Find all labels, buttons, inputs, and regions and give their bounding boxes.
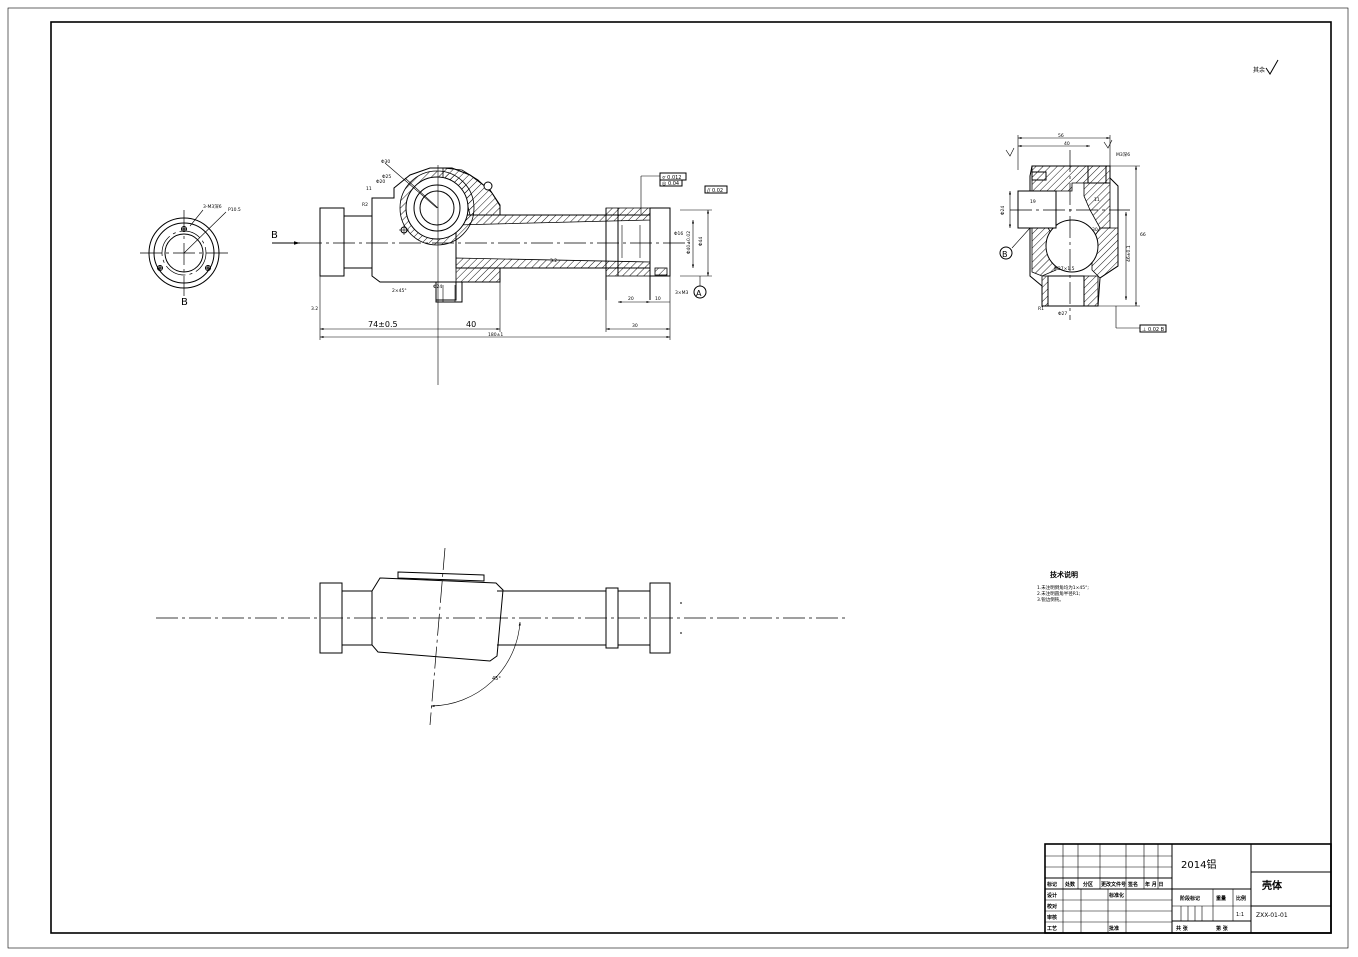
outer-border — [7, 7, 1349, 949]
side-section-view: 56 40 66 46±0.1 Φ24 19 11 Φ27 M27×1.5 M3… — [999, 133, 1167, 333]
svg-text:Φ24: Φ24 — [433, 284, 442, 290]
svg-text:3.2: 3.2 — [550, 258, 557, 264]
svg-text:◎ 0.04: ◎ 0.04 — [662, 181, 679, 187]
svg-text:30: 30 — [1092, 227, 1098, 233]
roughness-note: 其余 — [1253, 66, 1265, 74]
svg-text:Φ25: Φ25 — [382, 174, 391, 180]
view-direction-b: B — [271, 230, 300, 245]
hdr-sign: 签名 — [1127, 881, 1138, 888]
tech-item-1: 1.未注明倒角均为1×45°; — [1037, 584, 1089, 591]
svg-text:R2: R2 — [362, 202, 368, 208]
svg-text:10: 10 — [655, 296, 661, 302]
part-name: 壳体 — [1261, 879, 1283, 892]
svg-text:Φ40±0.02: Φ40±0.02 — [686, 231, 692, 254]
design-label: 设计 — [1047, 892, 1057, 899]
title-block: 2014铝 壳体 ZXX-01-01 标记 处数 分区 更改文件号 签名 年 月… — [1044, 843, 1332, 934]
svg-text:Φ30: Φ30 — [381, 159, 390, 165]
svg-text:Φ16: Φ16 — [674, 231, 683, 237]
scale-value: 1:1 — [1236, 912, 1244, 918]
inner-frame — [50, 21, 1332, 934]
hdr-change-doc: 更改文件号 — [1101, 881, 1126, 888]
hdr-date: 年 月 日 — [1145, 881, 1163, 888]
main-front-view: Φ30 Φ25 Φ20 11 R2 2×45° Φ24 3.2 Φ16 3.2 … — [300, 159, 728, 385]
svg-text:Φ24: Φ24 — [1000, 206, 1006, 215]
check-label: 校对 — [1047, 903, 1057, 910]
svg-text:30: 30 — [632, 323, 638, 329]
process-label: 工艺 — [1047, 925, 1057, 932]
roughness-symbol: 其余 — [1253, 59, 1279, 75]
approve-label: 批准 — [1109, 925, 1119, 932]
svg-text:R1: R1 — [1038, 306, 1044, 312]
sheet-number: 第 张 — [1216, 925, 1229, 932]
dim-74: 74±0.5 — [368, 320, 398, 329]
svg-text:19: 19 — [1030, 199, 1036, 205]
svg-text:P10.5: P10.5 — [228, 207, 241, 213]
ratio-label: 比例 — [1236, 895, 1246, 902]
svg-text:⌭ 0.012: ⌭ 0.012 — [662, 175, 682, 181]
svg-text:// 0.02: // 0.02 — [707, 188, 723, 194]
review-label: 审核 — [1047, 914, 1057, 921]
svg-text:Φ27: Φ27 — [1058, 311, 1067, 317]
section-view-b: 3-M3深6 P10.5 B — [140, 203, 241, 308]
svg-text:Φ20: Φ20 — [376, 179, 385, 185]
material: 2014铝 — [1181, 859, 1216, 871]
svg-text:3-M3深6: 3-M3深6 — [203, 203, 222, 210]
svg-text:180±1: 180±1 — [488, 332, 503, 338]
datum-b-label: B — [1002, 250, 1008, 259]
svg-text:20: 20 — [628, 296, 634, 302]
svg-text:40: 40 — [1064, 141, 1070, 147]
svg-text:66: 66 — [1140, 232, 1146, 238]
angle-label: 45° — [492, 676, 501, 682]
tech-item-3: 3.锐边倒钝。 — [1037, 596, 1064, 603]
hdr-zone: 分区 — [1083, 881, 1093, 888]
svg-text:56: 56 — [1058, 133, 1064, 139]
dim-40: 40 — [466, 320, 476, 329]
svg-text:3×M3: 3×M3 — [675, 290, 689, 296]
top-view: 45° — [156, 547, 846, 726]
sheet-total: 共 张 — [1176, 925, 1189, 932]
svg-text:M3深6: M3深6 — [1116, 151, 1130, 158]
tech-item-2: 2.未注明圆角半径R1; — [1037, 590, 1080, 597]
svg-text:⊥ 0.02 B: ⊥ 0.02 B — [1142, 327, 1165, 333]
stage-mark-label: 阶段标记 — [1180, 895, 1200, 902]
svg-text:11: 11 — [1094, 197, 1100, 203]
section-label-b: B — [181, 297, 188, 308]
hdr-mark: 标记 — [1046, 881, 1057, 888]
hdr-count: 处数 — [1064, 881, 1076, 888]
svg-text:11: 11 — [366, 186, 372, 192]
tech-heading: 技术说明 — [1050, 570, 1078, 579]
drawing-number: ZXX-01-01 — [1256, 912, 1288, 919]
view-label-b: B — [271, 230, 278, 241]
svg-text:2×45°: 2×45° — [392, 288, 407, 294]
standardization-label: 标准化 — [1108, 892, 1124, 899]
weight-label: 重量 — [1216, 895, 1226, 902]
svg-text:M27×1.5: M27×1.5 — [1054, 266, 1075, 272]
svg-text:3.2: 3.2 — [311, 306, 318, 312]
svg-text:Φ44: Φ44 — [698, 237, 704, 246]
datum-a-label: A — [696, 289, 702, 298]
svg-text:46±0.1: 46±0.1 — [1126, 245, 1132, 262]
technical-requirements: 技术说明 1.未注明倒角均为1×45°; 2.未注明圆角半径R1; 3.锐边倒钝… — [1037, 570, 1089, 603]
